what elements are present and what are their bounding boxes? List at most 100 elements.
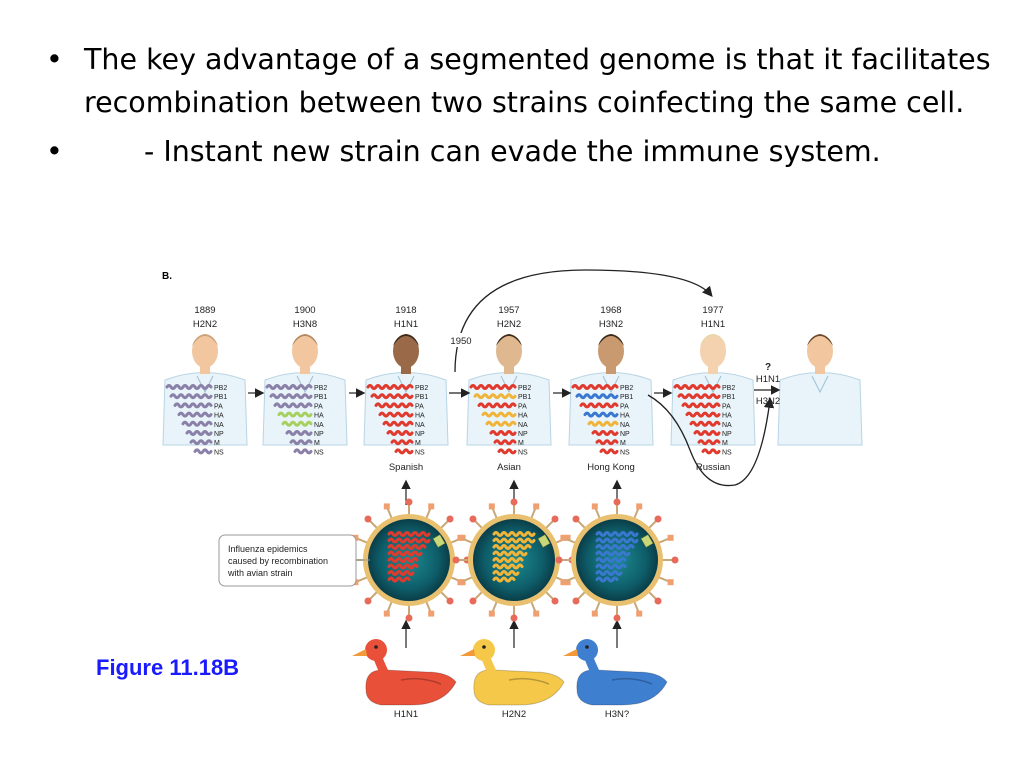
duck-layer: H1N1 H2N2 H3N? <box>352 639 668 720</box>
rna-segment-ha <box>177 411 213 418</box>
segment-label: NA <box>314 422 324 429</box>
viral-rna-segment <box>492 544 532 550</box>
viral-rna-segment <box>492 557 524 563</box>
year-label: 1918 <box>395 305 416 316</box>
rna-segment-ns <box>497 448 517 455</box>
year-1950-bg <box>445 333 475 347</box>
viral-rna-segment <box>595 576 619 583</box>
rna-segment-m <box>390 439 414 446</box>
rna-segment-pb2 <box>265 384 313 390</box>
viral-rna-segment <box>492 563 524 570</box>
duck-body <box>365 669 457 706</box>
callout-box: Influenza epidemics caused by recombinat… <box>218 534 370 587</box>
transmembrane-protein <box>537 534 551 548</box>
spike-tip <box>564 534 571 541</box>
person-head <box>700 334 726 368</box>
duck-wing <box>400 677 442 685</box>
strain-label: Russian <box>696 462 730 473</box>
segment-label: M <box>620 440 626 447</box>
segment-label: NA <box>518 422 528 429</box>
spike-tip <box>488 610 495 617</box>
person-neck <box>200 366 210 374</box>
rna-segment-pb1 <box>269 393 313 400</box>
rna-segment-pb2 <box>469 384 517 390</box>
rna-segment-na <box>181 420 213 427</box>
bullet-text: The key advantage of a segmented genome … <box>84 43 991 119</box>
duck-head <box>473 639 495 661</box>
person-hair <box>807 334 833 346</box>
person-body <box>466 372 552 446</box>
bullet-item: • The key advantage of a segmented genom… <box>40 38 1000 124</box>
spike-tip <box>564 579 571 586</box>
spike-tip <box>469 515 477 523</box>
viral-rna-segment <box>595 550 631 557</box>
segment-label: NS <box>214 449 224 456</box>
shirt-collar <box>704 375 722 394</box>
viral-rna-segment <box>387 544 427 550</box>
rna-segment-ha <box>277 411 313 418</box>
bullet-dot: • <box>46 135 63 168</box>
viral-rna-segment <box>492 570 520 576</box>
subtype-label: H2N2 <box>193 319 217 330</box>
duck-head <box>576 639 598 661</box>
duck-label: H1N1 <box>394 709 418 720</box>
segment-label: NA <box>415 422 425 429</box>
segment-label: HA <box>415 413 425 420</box>
duck-label: H2N2 <box>502 709 526 720</box>
spike-tip <box>551 515 559 523</box>
rna-segment-pa <box>681 402 721 409</box>
duck-beak <box>460 649 475 656</box>
virus-particle <box>452 498 576 622</box>
segment-label: NP <box>620 431 630 438</box>
rna-segment-pb2 <box>165 384 213 390</box>
spike-tip <box>654 597 662 605</box>
person-hair <box>292 334 318 346</box>
segment-label: HA <box>620 413 630 420</box>
segment-label: NP <box>722 431 732 438</box>
rna-segment-pb2 <box>571 384 619 390</box>
segment-label: NS <box>415 449 425 456</box>
duck-h1n1: H1N1 <box>352 639 457 720</box>
question-mark: ? <box>765 362 771 373</box>
shirt-collar <box>196 375 214 394</box>
spike-tip <box>613 614 621 622</box>
rna-segment-pb1 <box>473 393 517 400</box>
segment-label: PB1 <box>214 394 227 401</box>
viral-rna-segment <box>595 563 627 570</box>
rna-segment-m <box>697 439 721 446</box>
spike-tip <box>446 515 454 523</box>
viral-rna-segment <box>595 544 635 550</box>
year-1950-label: 1950 <box>450 336 471 347</box>
segment-label: HA <box>214 413 224 420</box>
segment-label: NA <box>722 422 732 429</box>
bullet-dot: • <box>46 43 63 76</box>
duck-wing <box>611 677 653 685</box>
segment-label: PA <box>214 403 223 410</box>
rna-segment-na <box>689 420 721 427</box>
segment-label: NS <box>314 449 324 456</box>
bullet-text: - Instant new strain can evade the immun… <box>144 135 881 168</box>
spike-tip <box>560 534 567 541</box>
bullet-item: • - Instant new strain can evade the imm… <box>40 130 1000 173</box>
people-layer: 1889H2N2PB2PB1PAHANANPMNS1900H3N8PB2PB1P… <box>162 305 863 473</box>
reemergence-arrow <box>454 269 713 373</box>
segment-label: NP <box>415 431 425 438</box>
person-head <box>292 334 318 368</box>
year-label: 1968 <box>600 305 621 316</box>
cocirculation-arrow <box>647 394 775 487</box>
spike-tip <box>636 503 643 510</box>
spike-tip <box>405 614 413 622</box>
rna-segment-pb1 <box>677 393 721 400</box>
spike-tip <box>572 597 580 605</box>
rna-segment-ns <box>293 448 313 455</box>
rna-segment-na <box>485 420 517 427</box>
rna-segment-np <box>489 430 517 436</box>
segment-label: NP <box>518 431 528 438</box>
viral-rna-segment <box>387 570 415 576</box>
duck-label: H3N? <box>605 709 629 720</box>
segment-label: PB1 <box>722 394 735 401</box>
segment-label: HA <box>314 413 324 420</box>
rna-segment-ns <box>394 448 414 455</box>
